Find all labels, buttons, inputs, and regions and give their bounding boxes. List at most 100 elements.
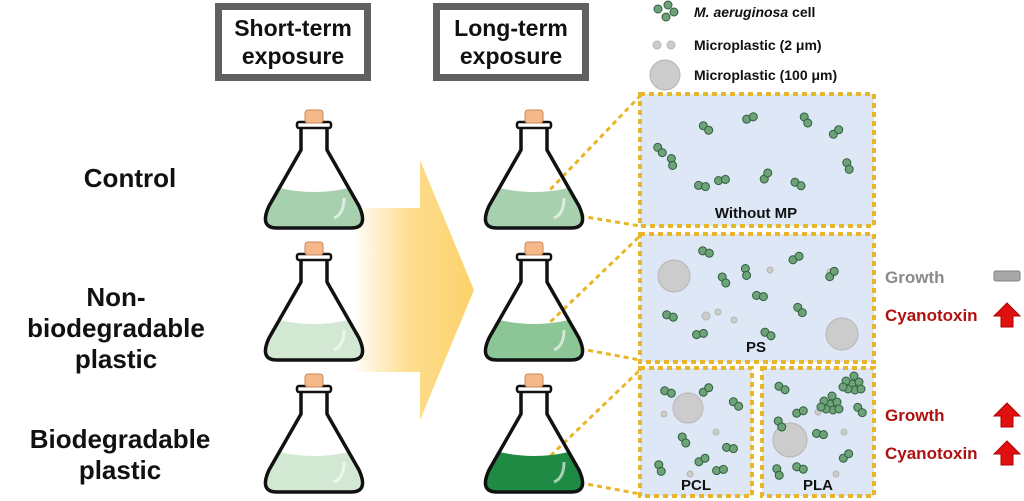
pla-cell-1-b [798, 406, 808, 416]
pcl-cell-3 [722, 442, 738, 454]
control-cell-9 [714, 174, 730, 186]
panel-label-without-mp: Without MP [714, 205, 798, 222]
ps-cell-9-b [668, 312, 678, 322]
ps-cell-6-b [766, 331, 776, 341]
ps-cell-3-b [758, 292, 768, 302]
pcl-cell-4-b [700, 453, 710, 463]
pla-cell-6-b [774, 470, 784, 480]
flask-short-control-cork [304, 109, 324, 124]
panel-label-pcl: PCL [681, 477, 711, 494]
pcl-cell-3-b [728, 444, 738, 454]
flask-long-nonbio-outline [483, 258, 585, 362]
panel-pcl [638, 366, 754, 498]
flask-short-bio [263, 373, 365, 494]
pcl-cell-2-b [681, 438, 691, 448]
ps-microplastic-small-0 [766, 266, 774, 274]
pla-cell-1 [792, 406, 808, 418]
bio-cyanotoxin-up-arrow [992, 440, 1022, 466]
flask-long-control-cork [524, 109, 544, 124]
pla-cell-7 [853, 402, 867, 418]
row-label-biodegradable: Biodegradable plastic [20, 424, 220, 486]
legend-cell-dot-2 [669, 7, 679, 17]
pcl-cell-7-b [718, 464, 728, 474]
control-cell-5-b [700, 182, 710, 192]
nonbio-growth-label: Growth [885, 268, 945, 287]
legend-cell-symbol [653, 0, 679, 22]
flask-short-bio-cork [304, 373, 324, 388]
control-cell-3 [828, 125, 844, 139]
ps-cell-3 [752, 290, 768, 302]
legend-mp-large [649, 59, 681, 91]
control-cell-8-b [844, 164, 854, 174]
pla-cluster-2-cell-6 [816, 402, 826, 412]
pcl-cell-0 [660, 386, 676, 398]
growth-no-change-bar [993, 270, 1021, 282]
nonbio-cyanotoxin-up-arrow [992, 302, 1022, 328]
pla-cell-5-b [798, 464, 808, 474]
flask-long-bio-highlight [553, 461, 566, 484]
ps-cell-4-b [829, 266, 839, 276]
long-term-line-2: exposure [459, 43, 563, 69]
legend-cell-suffix: cell [788, 4, 816, 20]
flask-long-control-liquid [485, 188, 583, 228]
flask-long-bio-cork [524, 373, 544, 388]
flask-short-nonbio-highlight [333, 329, 346, 352]
flask-short-nonbio-cork [304, 241, 324, 256]
legend-mp-small-2 [666, 40, 676, 50]
ps-microplastic-large-1 [657, 259, 691, 293]
flask-short-control [263, 109, 365, 230]
pcl-cell-6 [728, 397, 744, 411]
control-cell-9-b [720, 174, 730, 184]
ps-cell-1 [788, 251, 804, 265]
transition-arrow [356, 160, 474, 420]
legend-microplastic-100um-label: Microplastic (100 μm) [694, 67, 838, 83]
pla-cell-3 [812, 428, 828, 440]
flask-long-nonbio [483, 241, 585, 362]
flask-short-control-outline [263, 126, 365, 230]
ps-microplastic-small-2 [714, 308, 722, 316]
flask-short-nonbio [263, 241, 365, 362]
pcl-cell-5 [654, 460, 666, 476]
pcl-cell-0-b [666, 388, 676, 398]
row-label-bio-line-1: Biodegradable [29, 424, 211, 454]
zoom-connector-nonbio-line-top [542, 234, 642, 330]
ps-microplastic-large-2 [825, 317, 859, 351]
row-label-nonbio-line-1: Non-biodegradable [27, 282, 205, 343]
legend-cell-species: M. aeruginosa [694, 4, 789, 20]
ps-cell-5-b [742, 270, 752, 280]
long-term-exposure-header: Long-term exposure [433, 3, 589, 81]
zoom-connector-control-line-top [542, 94, 642, 198]
ps-cell-5 [740, 264, 752, 280]
row-label-nonbio-line-2: plastic [74, 344, 158, 374]
zoom-connector-control-line-bottom [543, 208, 641, 228]
flask-long-control-outline [483, 126, 585, 230]
ps-cell-9 [662, 310, 678, 322]
flask-short-bio-highlight [333, 461, 346, 484]
pla-cell-4 [838, 449, 854, 463]
pla-cell-6 [772, 464, 784, 480]
short-term-line-2: exposure [241, 43, 345, 69]
control-cell-10-b [657, 148, 667, 158]
zoom-connector-bio-line-top [542, 368, 642, 464]
control-cell-5 [694, 180, 710, 192]
flask-long-control-highlight [553, 197, 566, 220]
control-cell-4 [666, 154, 678, 170]
short-term-exposure-header: Short-term exposure [215, 3, 371, 81]
flask-long-nonbio-liquid [485, 320, 583, 360]
long-term-line-1: Long-term [454, 15, 568, 41]
bio-growth-up-arrow [992, 402, 1022, 428]
ps-microplastic-small-3 [730, 316, 738, 324]
row-label-bio-line-2: plastic [78, 455, 162, 485]
pla-cell-7-b [857, 408, 867, 418]
pcl-cell-7 [712, 464, 728, 476]
control-cell-7-b [796, 181, 806, 191]
flask-long-bio-liquid [485, 452, 583, 492]
ps-cell-7-b [698, 328, 708, 338]
ps-cell-0 [698, 246, 714, 258]
ps-cell-8 [793, 302, 807, 318]
legend-microplastic-2um-label: Microplastic (2 μm) [694, 37, 822, 53]
pcl-microplastic-small-2 [686, 470, 694, 478]
panel-label-pla: PLA [803, 477, 833, 494]
pcl-microplastic-small-0 [660, 410, 668, 418]
flask-long-bio [483, 373, 585, 494]
